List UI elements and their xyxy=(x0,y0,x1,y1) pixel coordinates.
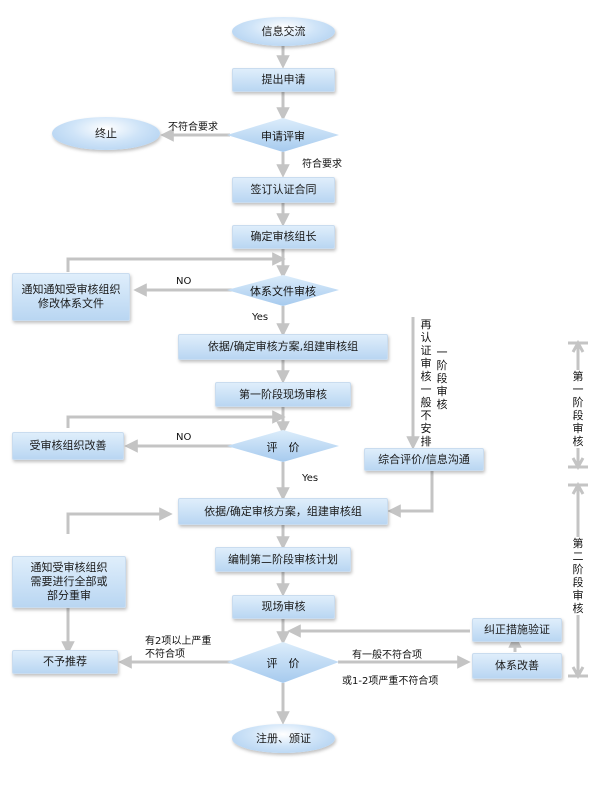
node-notify-reaudit: 通知受审核组织需要进行全部或部分重审 xyxy=(12,556,126,608)
node-notify-doc-revision: 通知通知受审核组织修改体系文件 xyxy=(12,273,130,321)
vlabel-recert: 再认证审核一般不安排 xyxy=(420,318,432,448)
vlabel-phase1: 第一阶段审核 xyxy=(572,370,584,448)
node-onsite-audit: 现场审核 xyxy=(232,595,335,619)
label-yes-1: Yes xyxy=(252,312,269,323)
decision-application-review: 申请评审 xyxy=(261,130,305,143)
decision-shapes xyxy=(227,118,339,683)
label-one-two-serious: 或1-2项严重不符合项 xyxy=(342,676,439,687)
decision-evaluation-2: 评 价 xyxy=(266,657,300,670)
label-two-serious-2: 不符合项 xyxy=(145,649,185,660)
label-general-nc: 有一般不符合项 xyxy=(352,650,422,661)
node-not-recommended: 不予推荐 xyxy=(12,650,118,674)
vlabel-stage1: 一阶段审核 xyxy=(436,346,448,411)
label-not-meet: 不符合要求 xyxy=(168,122,218,133)
node-sign-contract: 签订认证合同 xyxy=(232,177,335,203)
node-submit-application: 提出申请 xyxy=(232,68,335,92)
node-synthesis: 综合评价/信息沟通 xyxy=(364,448,484,471)
label-meet: 符合要求 xyxy=(302,159,342,170)
node-auditee-improve: 受审核组织改善 xyxy=(12,432,124,460)
label-two-serious-1: 有2项以上严重 xyxy=(145,636,212,647)
label-no-2: NO xyxy=(176,432,192,443)
decision-evaluation-1: 评 价 xyxy=(266,441,300,454)
label-no-1: NO xyxy=(176,276,192,287)
node-terminate: 终止 xyxy=(52,117,160,150)
node-register-certify: 注册、颁证 xyxy=(232,724,335,753)
vlabel-phase2: 第二阶段审核 xyxy=(572,537,584,615)
node-corrective-verification: 纠正措施验证 xyxy=(472,618,562,642)
node-info-exchange: 信息交流 xyxy=(232,17,335,46)
node-audit-plan-1: 依据/确定审核方案,组建审核组 xyxy=(178,334,388,360)
node-audit-plan-2: 依据/确定审核方案，组建审核组 xyxy=(178,498,388,525)
node-stage1-onsite: 第一阶段现场审核 xyxy=(215,382,351,407)
label-yes-2: Yes xyxy=(302,473,319,484)
node-system-improve: 体系改善 xyxy=(472,653,562,679)
decision-document-review: 体系文件审核 xyxy=(250,285,316,298)
node-assign-leader: 确定审核组长 xyxy=(232,225,335,249)
node-stage2-plan: 编制第二阶段审核计划 xyxy=(215,547,351,572)
